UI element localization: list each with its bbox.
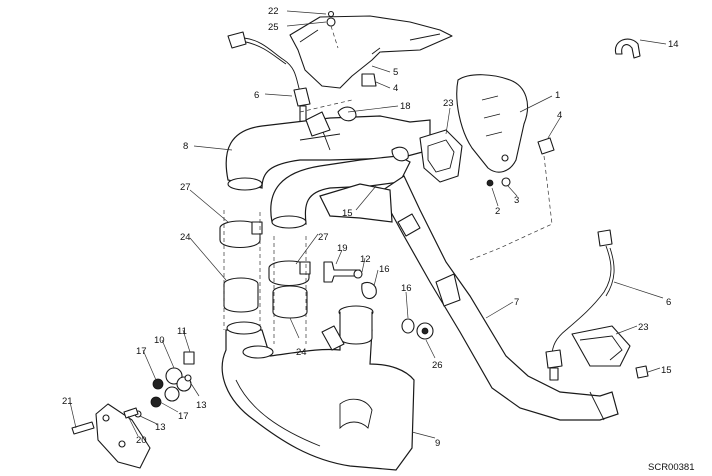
nut-15	[635, 365, 649, 379]
drawing-code: SCR00381	[648, 462, 694, 473]
silencer-collector	[221, 305, 415, 471]
callout-17: 17	[136, 346, 147, 357]
spacer-17-a	[152, 378, 164, 390]
gear-bracket-10	[164, 367, 192, 402]
callout-16: 16	[401, 283, 412, 294]
clamp-27-right	[268, 260, 311, 287]
washer-16-b	[401, 318, 415, 334]
front-header-pipe	[225, 115, 431, 191]
callout-23: 23	[638, 322, 649, 333]
callout-4: 4	[393, 83, 398, 94]
callout-5: 5	[393, 67, 398, 78]
callout-24: 24	[180, 232, 191, 243]
side-heat-shield	[456, 74, 528, 173]
callout-15: 15	[342, 208, 353, 219]
sleeve-24-left	[223, 277, 259, 313]
washer-16-a	[361, 281, 377, 300]
callout-26: 26	[432, 360, 443, 371]
callout-21: 21	[62, 396, 73, 407]
callout-25: 25	[268, 22, 279, 33]
bolt-21	[71, 421, 95, 435]
flange-gasket-23	[419, 129, 463, 183]
bracket-18	[337, 106, 357, 122]
callout-19: 19	[337, 243, 348, 254]
mount-bracket	[305, 111, 331, 137]
clip-4-side	[537, 137, 555, 155]
callout-16: 16	[379, 264, 390, 275]
sleeve-24-right	[272, 285, 308, 319]
screw-2	[486, 179, 494, 187]
callout-23: 23	[443, 98, 454, 109]
callout-6: 6	[254, 90, 259, 101]
callout-14: 14	[668, 39, 679, 50]
screw-22	[326, 17, 336, 27]
callout-9: 9	[435, 438, 440, 449]
nut-12	[353, 269, 363, 279]
callout-17: 17	[178, 411, 189, 422]
callout-2: 2	[495, 206, 500, 217]
mount-plate-20	[95, 403, 151, 469]
callout-3: 3	[514, 195, 519, 206]
upper-heat-shield	[289, 15, 453, 89]
callout-27: 27	[180, 182, 191, 193]
callout-20: 20	[136, 435, 147, 446]
spacer-17-b	[150, 396, 162, 408]
clamp-27-left	[219, 220, 263, 249]
lambda-sensor-upper	[227, 31, 311, 123]
mid-pipe-assembly	[319, 175, 619, 421]
callout-24: 24	[296, 347, 307, 358]
lambda-sensor-lower	[545, 229, 615, 381]
rear-header-pipe	[270, 146, 411, 229]
callout-27: 27	[318, 232, 329, 243]
callout-15: 15	[661, 365, 672, 376]
callout-labels: 22 25 5 4 6 18 8 23 1 4 2 3 14 27 15 24 …	[62, 6, 679, 449]
clip-4-top	[361, 73, 377, 87]
callout-7: 7	[514, 297, 519, 308]
callout-1: 1	[555, 90, 560, 101]
washer-13-a	[184, 374, 192, 382]
callout-4: 4	[557, 110, 562, 121]
washer-3	[501, 177, 511, 187]
callout-11: 11	[177, 326, 187, 337]
callout-22: 22	[268, 6, 279, 17]
clamp-14	[614, 38, 641, 59]
leader-lines	[69, 10, 667, 439]
washer-25	[327, 10, 335, 18]
callout-13: 13	[155, 422, 166, 433]
callout-18: 18	[400, 101, 411, 112]
callout-10: 10	[154, 335, 165, 346]
callout-13: 13	[196, 400, 207, 411]
callout-6: 6	[666, 297, 671, 308]
callout-12: 12	[360, 254, 371, 265]
rubber-11	[183, 351, 195, 365]
callout-8: 8	[183, 141, 188, 152]
